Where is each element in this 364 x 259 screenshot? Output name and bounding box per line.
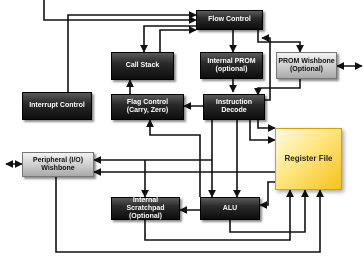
register-file-block: Register File [275,128,342,190]
internal-prom-block: Internal PROM (optional) [200,52,263,79]
flag-control-block: Flag Control (Carry, Zero) [111,94,184,120]
wire-decode-to-regfile-1 [249,120,276,144]
instruction-decode-block: Instruction Decode [203,94,265,120]
interrupt-control-block: Interrupt Control [22,92,92,120]
internal-scratchpad-block: Internal Scratchpad (Optional) [111,197,180,220]
wire-decode-to-regfile-2 [257,120,276,132]
wire-alu-to-flag [146,119,201,197]
wire-alu-return [229,189,309,233]
wire-flow-to-prom-wishbone [257,30,304,53]
prom-wishbone-block: PROM Wishbone (Optional) [276,52,337,79]
peripheral-wishbone-block: Peripheral (I/O) Wishbone [22,152,94,177]
wire-regfile-to-alu [259,181,275,209]
wire-interrupt-to-flow [67,11,197,92]
wire-scratchpad-return [144,189,294,241]
wire-decode-to-flow [261,34,271,101]
wire-promwb-to-decode [254,79,301,96]
call-stack-block: Call Stack [111,52,174,80]
flow-control-block: Flow Control [196,10,263,30]
wire-peripheral-return [55,177,324,253]
wire-callstack-to-flow [159,26,197,52]
wire-top-input [43,0,197,24]
alu-block: ALU [200,197,260,220]
wire-flow-to-callstack [140,25,196,53]
